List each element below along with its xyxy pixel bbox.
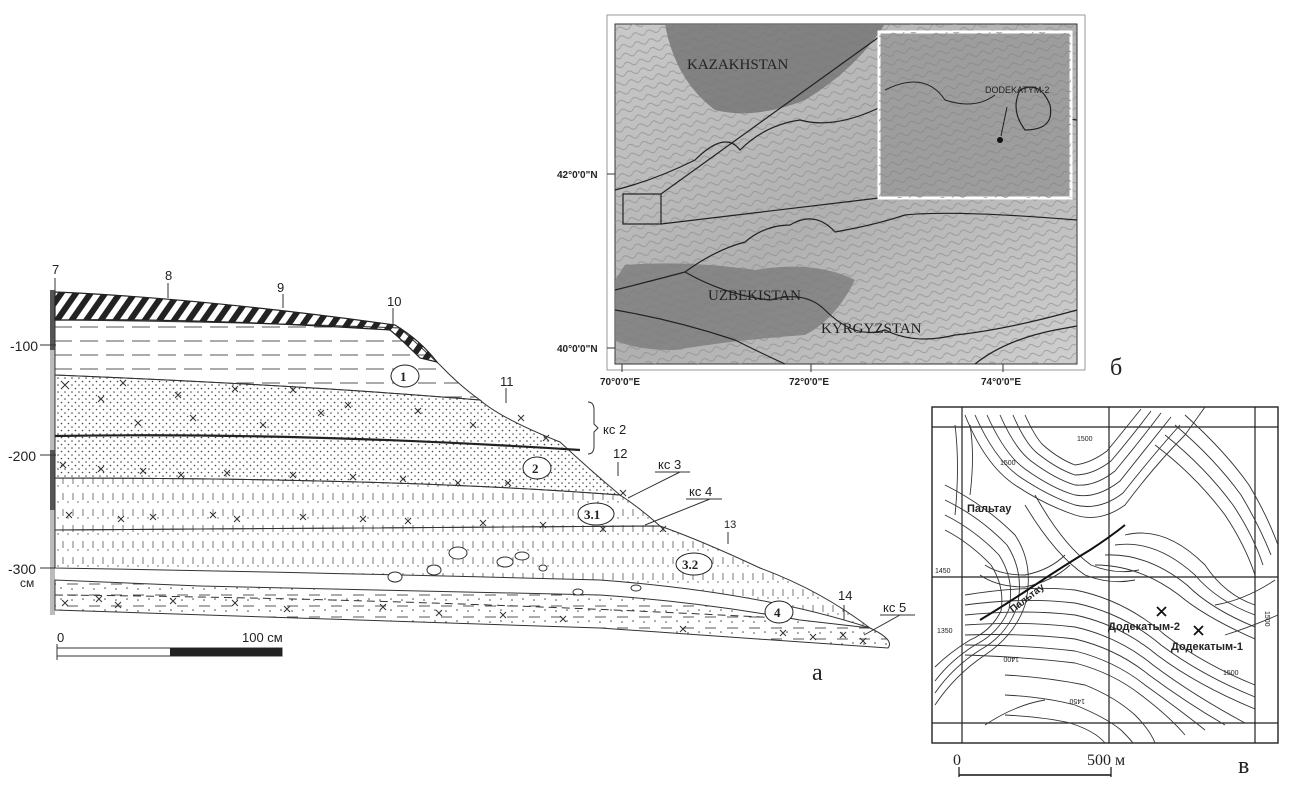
site-2-marker: [1156, 606, 1167, 617]
section-scale-end: 100 см: [242, 630, 283, 645]
topsoil-layer: [54, 291, 439, 363]
lon-72: 72°0'0"E: [789, 377, 829, 388]
sample-ks3: кс 3: [658, 457, 681, 472]
sample-ks5: кс 5: [883, 600, 906, 615]
site-label: DODEKATYM-2: [985, 85, 1049, 95]
contour-label-4: 1500: [1263, 611, 1270, 627]
contour-label-1: 1500: [1000, 460, 1016, 467]
layer-label-3-1: 3.1: [584, 507, 600, 522]
panel-letter-v: в: [1238, 753, 1250, 779]
mark-11: 11: [500, 374, 514, 389]
sample-bracket-ks2: [587, 401, 599, 455]
regional-map-drawing: DODEKATYM-2 KAZAKHSTAN UZBEKISTAN KYRGYZ…: [557, 14, 1086, 388]
label-kyrgyzstan: KYRGYZSTAN: [821, 321, 922, 337]
contour-label-6: 1450: [1069, 697, 1085, 704]
mark-7: 7: [52, 262, 59, 277]
label-kazakhstan: KAZAKHSTAN: [687, 57, 788, 73]
panel-letter-a: а: [812, 660, 823, 686]
topo-scale-start: 0: [953, 752, 961, 769]
depth-tick-100: -100: [10, 338, 38, 354]
topographic-map-drawing: 1500 1500 1450 1400 1500 1350 1450 1500 …: [931, 406, 1279, 777]
topographic-map: 1500 1500 1450 1400 1500 1350 1450 1500 …: [925, 405, 1285, 795]
lon-74: 74°0'0"E: [981, 377, 1021, 388]
sample-ks2: кс 2: [603, 422, 626, 437]
contour-lines: [934, 406, 1279, 744]
contour-label-0: 1500: [1077, 436, 1093, 443]
sample-ks4: кс 4: [689, 484, 712, 499]
mark-10: 10: [387, 294, 401, 309]
contour-label-3: 1400: [1003, 655, 1019, 662]
inclusion-marks: [59, 379, 867, 645]
mark-8: 8: [165, 268, 172, 283]
lat-40: 40°0'0"N: [557, 344, 598, 355]
site-1-marker: [1193, 625, 1204, 636]
section-drawing: -100 -200 -300 см: [8, 262, 915, 660]
site-marker: [997, 137, 1003, 143]
label-site-2: Додекатым-2: [1108, 621, 1180, 633]
layer-label-1: 1: [400, 369, 407, 384]
contour-label-2: 1450: [935, 568, 951, 575]
label-uzbekistan: UZBEKISTAN: [708, 288, 801, 304]
regional-map: DODEKATYM-2 KAZAKHSTAN UZBEKISTAN KYRGYZ…: [555, 10, 1095, 400]
panel-letter-b: б: [1110, 355, 1123, 381]
mark-9: 9: [277, 280, 284, 295]
depth-unit: см: [20, 576, 34, 590]
depth-tick-300: -300: [8, 561, 36, 577]
mark-13: 13: [724, 519, 736, 531]
layer-label-2: 2: [532, 461, 539, 476]
label-paltau: Пальтау: [967, 503, 1012, 515]
section-scale-start: 0: [57, 630, 64, 645]
layer-1: [54, 319, 482, 401]
depth-tick-200: -200: [8, 448, 36, 464]
mark-14: 14: [838, 588, 852, 603]
contour-label-5: 1350: [937, 628, 953, 635]
topo-scale-end: 500 м: [1087, 752, 1125, 769]
mark-12: 12: [613, 446, 627, 461]
label-site-1: Додекатым-1: [1171, 641, 1243, 653]
layer-label-3-2: 3.2: [682, 557, 698, 572]
stratigraphic-section: -100 -200 -300 см: [0, 250, 920, 670]
contour-label-7: 1500: [1223, 670, 1239, 677]
layer-label-4: 4: [774, 605, 781, 620]
lon-70: 70°0'0"E: [600, 377, 640, 388]
lat-42: 42°0'0"N: [557, 170, 598, 181]
